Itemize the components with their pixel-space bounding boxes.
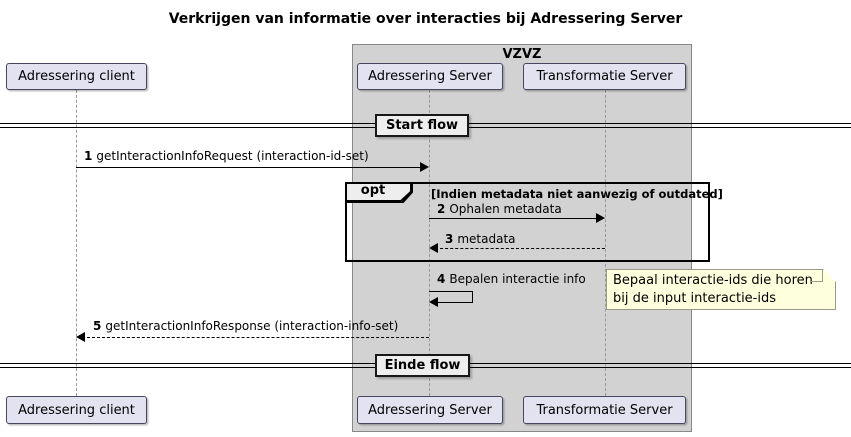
opt-fragment-operator: opt xyxy=(360,183,386,198)
message-1-text: getInteractionInfoRequest (interaction-i… xyxy=(96,149,369,163)
message-3-line xyxy=(435,248,605,249)
message-4-line-right xyxy=(472,291,473,303)
divider-einde-flow: Einde flow xyxy=(375,354,470,377)
message-1-line xyxy=(76,167,421,168)
message-1-arrowhead xyxy=(420,162,429,172)
participant-top-transformatie-server: Transformatie Server xyxy=(523,63,686,90)
note-fold-corner xyxy=(810,269,823,282)
group-box-label: VZVZ xyxy=(502,47,542,62)
message-2-text: Ophalen metadata xyxy=(449,202,562,216)
message-5-number: 5 xyxy=(93,319,102,333)
participant-bottom-adressering-client: Adressering client xyxy=(6,396,147,424)
message-3-arrowhead xyxy=(429,243,438,253)
opt-fragment-tag: opt xyxy=(345,182,413,203)
participant-top-adressering-server: Adressering Server xyxy=(357,63,503,90)
participant-bottom-adressering-server: Adressering Server xyxy=(357,396,503,424)
message-1-number: 1 xyxy=(84,149,93,163)
note-line-1: Bepaal interactie-ids die horen xyxy=(613,273,813,288)
note-line-2: bij de input interactie-ids xyxy=(613,291,777,306)
opt-fragment-tag-fill xyxy=(347,184,410,200)
participant-top-adressering-client: Adressering client xyxy=(6,63,147,90)
message-2-line xyxy=(429,218,596,219)
message-2-arrowhead xyxy=(596,213,605,223)
lifeline-adressering-client xyxy=(76,90,77,396)
message-4-text: Bepalen interactie info xyxy=(449,272,586,286)
opt-fragment-guard: [Indien metadata niet aanwezig of outdat… xyxy=(431,187,723,201)
message-4-arrowhead xyxy=(429,297,438,307)
message-5-arrowhead xyxy=(76,332,85,342)
message-2-number: 2 xyxy=(437,202,446,216)
message-3-number: 3 xyxy=(445,232,454,246)
message-5-text: getInteractionInfoResponse (interaction-… xyxy=(105,319,399,333)
message-4-number: 4 xyxy=(437,272,446,286)
opt-fragment: opt [Indien metadata niet aanwezig of ou… xyxy=(345,182,723,262)
message-5-line xyxy=(82,337,429,338)
divider-start-flow: Start flow xyxy=(375,114,469,137)
message-3-text: metadata xyxy=(457,232,516,246)
message-4-line-top xyxy=(429,291,473,292)
note: Bepaal interactie-ids die horen bij de i… xyxy=(606,269,836,310)
lifeline-transformatie-server xyxy=(605,90,606,396)
message-4-line-bottom xyxy=(437,302,473,303)
diagram-title: Verkrijgen van informatie over interacti… xyxy=(168,11,683,27)
participant-bottom-transformatie-server: Transformatie Server xyxy=(523,396,686,424)
